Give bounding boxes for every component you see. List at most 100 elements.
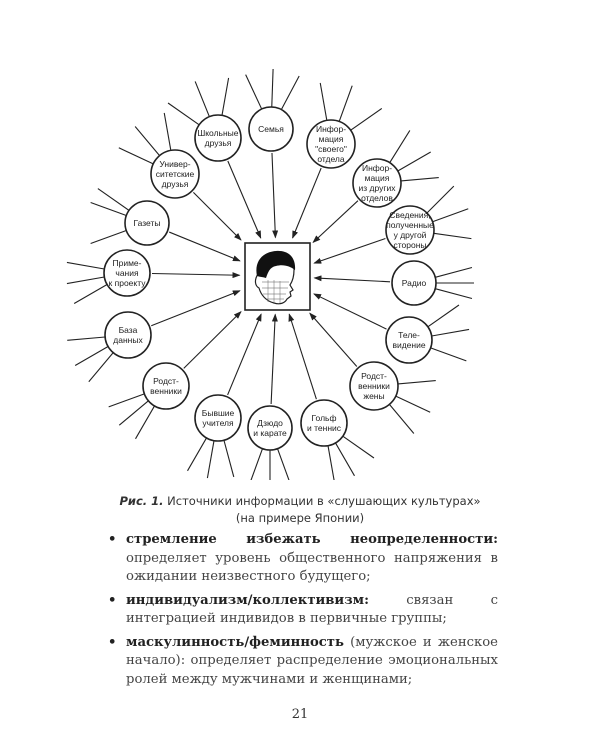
arrow-to-center: [228, 314, 262, 395]
node-label: Газеты: [133, 218, 160, 228]
node-label: у другой: [394, 230, 427, 240]
arrow-to-center: [193, 192, 241, 240]
ray-line: [281, 76, 299, 110]
ray-line: [339, 86, 352, 122]
ray-line: [164, 113, 171, 150]
node-label: База: [119, 325, 138, 335]
ray-line: [398, 381, 436, 384]
center-portrait: [245, 243, 310, 310]
page-number: 21: [0, 707, 600, 722]
bullet-term: стремление избежать неопределенности:: [126, 532, 498, 547]
ray-line: [336, 443, 355, 476]
ray-line: [427, 186, 454, 213]
bullet-list: • стремление избежать неопределенности: …: [108, 531, 498, 694]
node-label: Приме-: [113, 258, 142, 268]
node-label: и карате: [253, 428, 287, 438]
bullet-marker: •: [108, 634, 116, 653]
figure-number: Рис. 1.: [119, 494, 163, 508]
source-node-family: Семья: [249, 107, 293, 151]
node-label: учителя: [202, 418, 234, 428]
bullet-marker: •: [108, 592, 116, 611]
ray-line: [246, 75, 262, 109]
bullet-item: • индивидуализм/коллективизм: связан с и…: [108, 592, 498, 629]
ray-line: [433, 209, 469, 222]
ray-line: [435, 289, 472, 299]
bullet-term: индивидуализм/коллективизм:: [126, 593, 369, 608]
node-label: Дзюдо: [257, 418, 283, 428]
source-node-radio: Радио: [392, 261, 436, 305]
bullet-item: • маскулинность/феминность (мужское и же…: [108, 634, 498, 690]
arrow-to-center: [310, 313, 357, 366]
arrow-to-center: [272, 153, 275, 238]
node-label: Инфор-: [362, 163, 392, 173]
ray-line: [390, 130, 410, 162]
bullet-item: • стремление избежать неопределенности: …: [108, 531, 498, 587]
node-label: и теннис: [307, 423, 342, 433]
node-label: данных: [113, 335, 143, 345]
ray-line: [398, 152, 431, 171]
ray-line: [67, 277, 104, 284]
diagram-svg: ШкольныедрузьяСемьяИнфор-мация"своего"от…: [0, 0, 600, 480]
arrow-to-center: [293, 168, 322, 238]
ray-line: [435, 267, 472, 277]
ray-line: [67, 337, 105, 340]
node-label: полученные: [386, 220, 434, 230]
ray-line: [328, 446, 335, 480]
ray-line: [428, 305, 459, 327]
arrow-to-center: [314, 238, 385, 263]
arrow-to-center: [313, 201, 358, 243]
bullet-text: определяет уровень общественного напряже…: [126, 551, 498, 585]
ray-line: [351, 108, 382, 130]
node-label: Школьные: [197, 128, 238, 138]
node-label: венники: [358, 381, 390, 391]
node-label: жены: [363, 391, 384, 401]
node-label: друзья: [162, 179, 189, 189]
ray-line: [119, 401, 148, 425]
ray-line: [67, 262, 104, 269]
ray-line: [401, 178, 439, 181]
arrow-to-center: [314, 294, 387, 329]
node-label: мация: [365, 173, 390, 183]
ray-line: [389, 404, 413, 433]
node-label: Бывшие: [202, 408, 235, 418]
bullet-marker: •: [108, 531, 116, 550]
ray-line: [224, 440, 234, 477]
ray-line: [188, 438, 207, 471]
ray-line: [396, 396, 430, 412]
node-label: отдела: [317, 154, 345, 164]
source-node-wife-relatives: Родст-венникижены: [350, 362, 398, 410]
node-label: Родст-: [361, 371, 387, 381]
ray-line: [222, 78, 229, 115]
arrow-to-center: [184, 312, 241, 369]
node-label: отделов: [361, 193, 393, 203]
ray-line: [207, 441, 214, 478]
node-label: чания: [115, 268, 139, 278]
figure-caption-line1: Рис. 1. Источники информации в «слушающи…: [0, 494, 600, 508]
arrow-to-center: [314, 278, 390, 282]
node-label: Семья: [258, 124, 284, 134]
node-label: Родст-: [153, 376, 179, 386]
ray-line: [75, 347, 108, 366]
node-label: венники: [150, 386, 182, 396]
bullet-term: маскулинность/феминность: [126, 635, 344, 650]
ray-line: [432, 329, 469, 336]
ray-line: [168, 103, 199, 125]
ray-line: [74, 285, 107, 304]
source-node-school-friends: Школьныедрузья: [195, 115, 241, 161]
source-node-newspapers: Газеты: [125, 201, 169, 245]
source-node-relatives: Родст-венники: [143, 363, 189, 409]
node-label: из других: [359, 183, 397, 193]
arrow-to-center: [151, 291, 240, 326]
source-node-golf-tennis: Гольфи теннис: [301, 400, 347, 446]
arrow-to-center: [228, 161, 261, 238]
node-label: Гольф: [312, 413, 337, 423]
ray-line: [272, 69, 273, 107]
node-label: Инфор-: [316, 124, 346, 134]
ray-line: [195, 81, 209, 116]
node-label: Радио: [402, 278, 427, 288]
source-node-project-notes: Приме-чанияк проекту: [104, 250, 150, 296]
ray-line: [119, 148, 153, 164]
